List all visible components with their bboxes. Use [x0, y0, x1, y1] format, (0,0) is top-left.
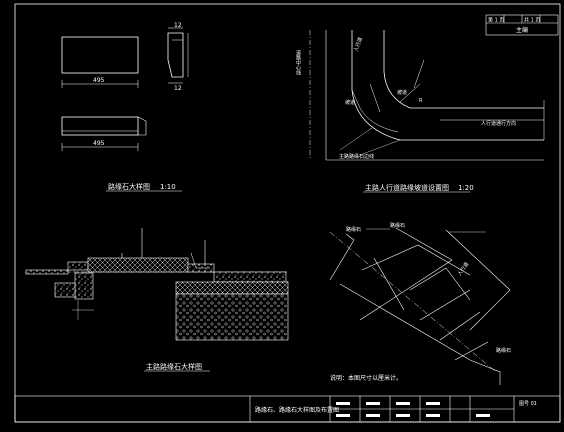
plan-radius: R	[419, 98, 423, 104]
plan-road-center-label: 道路中心线	[295, 49, 301, 75]
curb-detail-view	[61, 27, 189, 151]
layout-view	[329, 227, 511, 385]
plan-crosswalk-a: 坡道	[345, 99, 355, 106]
plan-title: 主路人行道路缘坡道设置图	[365, 183, 449, 192]
plan-view	[309, 30, 545, 161]
plan-direction-label: 人行道通行方向	[481, 120, 516, 127]
footer-drawing-no: 图号 01	[519, 401, 537, 407]
layout-note: 说明：本图尺寸以厘米计。	[330, 374, 402, 382]
plan-sidewalk-label: 人行道	[352, 36, 364, 53]
plan-main-road-edge: 主路路缘石边线	[339, 153, 374, 160]
header-cell-1: 第 1 页	[488, 17, 504, 24]
section-title: 主路路缘石大样图	[146, 362, 202, 371]
curb-detail-scale: 1:10	[160, 183, 176, 191]
layout-sidewalk: 人行道	[456, 261, 470, 277]
plan-scale: 1:20	[458, 184, 474, 192]
footer-block	[14, 395, 561, 423]
dim-side-a: 12	[174, 22, 182, 29]
sheet-border	[14, 3, 561, 423]
dim-bottom-width: 495	[93, 140, 105, 147]
header-block: 第 1 页 共 1 页 主编	[485, 14, 559, 36]
footer-title: 路缘石、路缘石大样图及布置图	[255, 406, 339, 414]
dim-top-width: 495	[93, 77, 105, 84]
layout-curb-b: 路缘石	[390, 222, 405, 229]
layout-curb-a: 路缘石	[346, 226, 361, 233]
header-cell-2: 共 1 页	[524, 17, 540, 24]
header-label: 主编	[516, 26, 528, 34]
plan-crosswalk-b: 坡道	[397, 89, 407, 96]
layout-kerb-end: 路缘石	[496, 347, 511, 354]
dim-side-b: 12	[174, 85, 182, 92]
curb-detail-title: 路缘石大样图	[108, 182, 150, 191]
footer-cells	[336, 402, 490, 417]
section-view	[25, 228, 289, 341]
